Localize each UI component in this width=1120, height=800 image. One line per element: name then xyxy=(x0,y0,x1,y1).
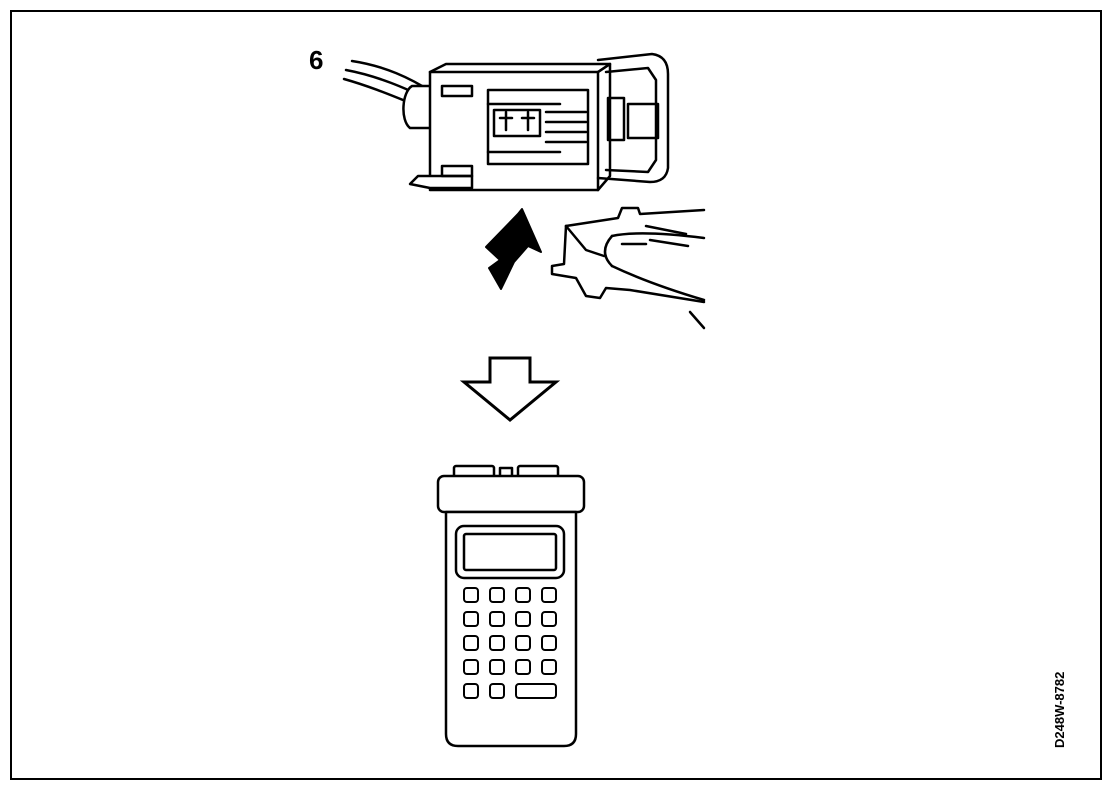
connect-arrow-icon xyxy=(485,208,542,290)
diagnostic-connector-plug xyxy=(550,206,706,330)
down-arrow-icon xyxy=(459,356,561,422)
wiring-harness-connector xyxy=(342,52,670,192)
tester-keypad xyxy=(463,587,557,699)
callout-number: 6 xyxy=(309,45,323,75)
handheld-diagnostic-tester xyxy=(436,464,586,748)
diagram-frame xyxy=(10,10,1102,780)
tester-display xyxy=(454,524,566,580)
reference-code: D248W-8782 xyxy=(1052,672,1067,748)
